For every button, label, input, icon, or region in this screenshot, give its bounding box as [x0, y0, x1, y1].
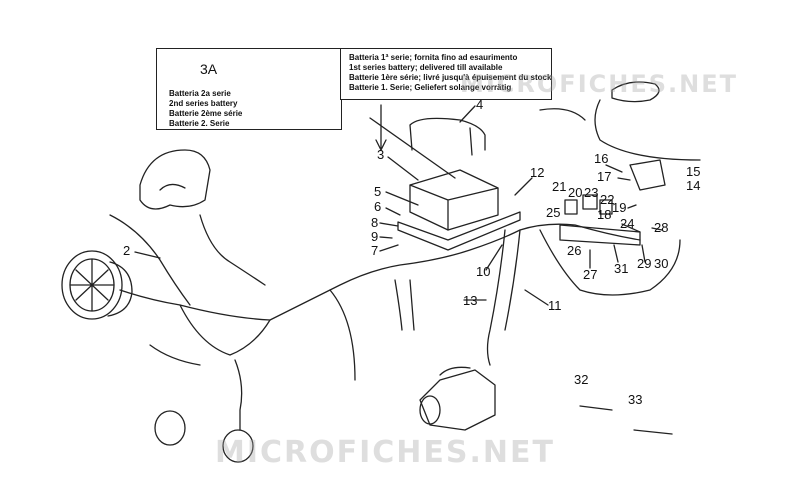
battery-1st-note-line: Batterie 1ère série; livré jusqu'à épuis…	[349, 73, 552, 82]
battery-1st-note-line: Batterie 1. Serie; Geliefert solange vor…	[349, 83, 512, 92]
horn-drawings	[139, 149, 254, 463]
headlight-drawing	[61, 250, 133, 320]
battery-1st-series-box: Batteria 1ª serie; fornita fino ad esaur…	[340, 48, 552, 100]
callout-5: 5	[374, 184, 382, 199]
callout-29: 29	[637, 256, 652, 271]
cable-33-drawing	[633, 429, 673, 435]
callout-3a: 3A	[200, 61, 218, 77]
battery-2nd-note-line: Batterie 2ème série	[169, 109, 243, 118]
callout-2: 2	[123, 243, 131, 258]
callout-33: 33	[628, 392, 643, 407]
callout-23: 23	[584, 185, 599, 200]
callout-20: 20	[568, 185, 583, 200]
arrow-head	[375, 139, 387, 151]
callout-14: 14	[686, 178, 701, 193]
battery-2nd-note-line: Batterie 2. Serie	[169, 119, 230, 128]
callout-17: 17	[597, 169, 612, 184]
battery-2nd-note-line: 2nd series battery	[169, 99, 238, 108]
battery-2nd-series-box: Batteria 2a serie 2nd series battery Bat…	[156, 48, 342, 130]
main-harness	[119, 223, 641, 321]
watermark-bottom: MICROFICHES.NET	[215, 435, 555, 470]
callout-18: 18	[597, 207, 612, 222]
callout-31: 31	[614, 261, 629, 276]
callout-15: 15	[686, 164, 701, 179]
callout-24: 24	[620, 216, 635, 231]
callout-27: 27	[583, 267, 598, 282]
callout-28: 28	[654, 220, 669, 235]
battery-1st-note-line: Batteria 1ª serie; fornita fino ad esaur…	[349, 53, 518, 62]
callout-19: 19	[612, 200, 627, 215]
callout-10: 10	[476, 264, 491, 279]
callout-12: 12	[530, 165, 545, 180]
taillight-drawing	[611, 81, 660, 103]
bracket-4-drawing	[409, 117, 486, 156]
callout-22: 22	[600, 192, 615, 207]
callout-6: 6	[374, 199, 382, 214]
callout-25: 25	[546, 205, 561, 220]
battery-2nd-note-line: Batteria 2a serie	[169, 89, 231, 98]
callout-21: 21	[552, 179, 567, 194]
callout-4: 4	[476, 97, 484, 112]
callout-16: 16	[594, 151, 609, 166]
relay-block-drawing	[559, 159, 666, 246]
callout-8: 8	[371, 215, 379, 230]
callout-11: 11	[548, 298, 562, 313]
callout-7: 7	[371, 243, 379, 258]
battery-3-drawing	[397, 169, 521, 251]
callout-9: 9	[371, 229, 379, 244]
callout-32: 32	[574, 372, 589, 387]
watermark-top: MICROFICHES.NET	[460, 70, 738, 98]
battery-1st-note-line: 1st series battery; delivered till avail…	[349, 63, 503, 72]
leader-battery-2nd	[369, 117, 456, 179]
cable-32-drawing	[579, 405, 613, 411]
callout-13: 13	[463, 293, 478, 308]
callout-26: 26	[567, 243, 582, 258]
callout-30: 30	[654, 256, 669, 271]
starter-motor-drawing	[419, 366, 496, 431]
callout-3: 3	[377, 147, 385, 162]
